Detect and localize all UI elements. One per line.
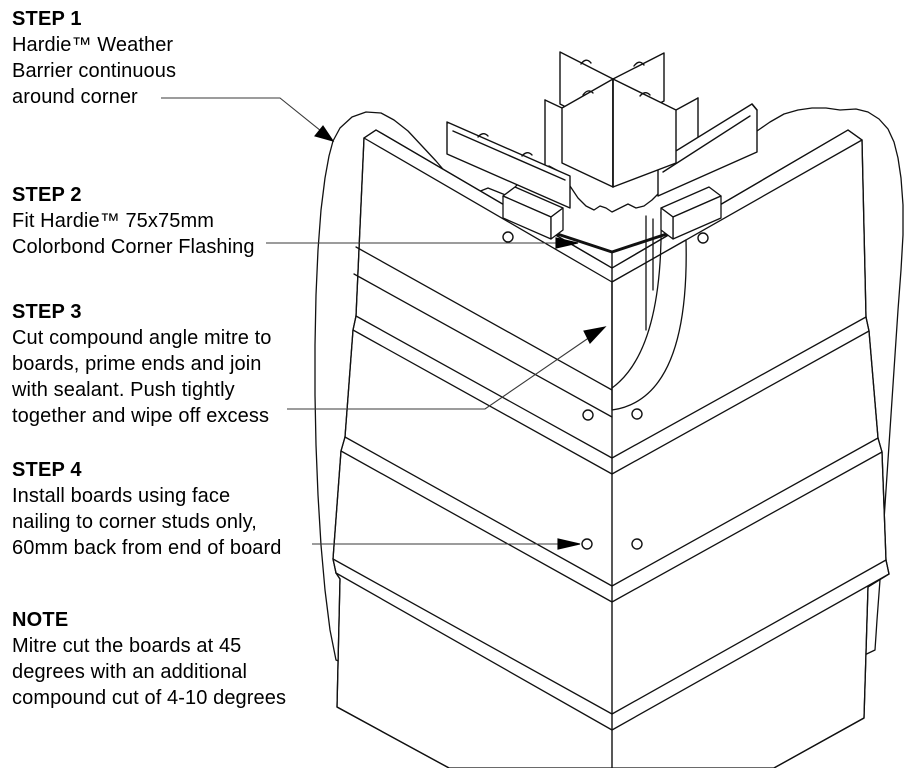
step4-title: STEP 4 (12, 459, 82, 481)
annotation-note: NOTE Mitre cut the boards at 45 degrees … (12, 607, 322, 711)
nail-hole (581, 538, 593, 550)
step3-title: STEP 3 (12, 301, 82, 323)
step2-body: Fit Hardie™ 75x75mm Colorbond Corner Fla… (12, 210, 255, 258)
note-body: Mitre cut the boards at 45 degrees with … (12, 635, 287, 709)
stud-cross (559, 51, 677, 188)
nail-hole (582, 409, 594, 421)
flashing-cutaway (611, 239, 687, 411)
packer-block-right (660, 186, 722, 240)
annotation-step4: STEP 4 Install boards using face nailing… (12, 457, 322, 561)
leader-step4 (312, 538, 581, 550)
stud-notch (580, 59, 592, 65)
corner-track-left (446, 121, 571, 209)
annotation-step3: STEP 3 Cut compound angle mitre to board… (12, 299, 322, 429)
stud-notch (633, 61, 645, 67)
nail-hole (502, 231, 514, 243)
corner-track-right (657, 103, 758, 197)
packer-block-left (502, 186, 564, 240)
nail-hole (631, 538, 643, 550)
packer-blocks (502, 186, 722, 240)
steel-corner-studs (446, 51, 758, 209)
step1-title: STEP 1 (12, 8, 82, 30)
annotation-step2: STEP 2 Fit Hardie™ 75x75mm Colorbond Cor… (12, 182, 322, 260)
step4-body: Install boards using face nailing to cor… (12, 485, 282, 559)
mitre-cut-line (353, 273, 613, 418)
leader-lines (161, 97, 607, 550)
nail-hole (631, 408, 643, 420)
mitre-cut-line (355, 246, 613, 391)
leader-step1 (161, 97, 335, 142)
leader-step2 (266, 237, 579, 249)
step2-title: STEP 2 (12, 184, 82, 206)
nail-hole (697, 232, 709, 244)
stud-notch (582, 90, 594, 96)
note-title: NOTE (12, 609, 69, 631)
nail-holes (502, 231, 709, 550)
flashing-cutaway-arc (611, 211, 662, 389)
leader-step3 (287, 326, 607, 410)
stud-notch (521, 152, 533, 157)
stud-notch (477, 133, 489, 138)
step3-body: Cut compound angle mitre to boards, prim… (12, 327, 272, 427)
stud-notch (639, 92, 651, 97)
annotation-step1: STEP 1 Hardie™ Weather Barrier continuou… (12, 6, 322, 110)
step1-body: Hardie™ Weather Barrier continuous aroun… (12, 34, 177, 108)
